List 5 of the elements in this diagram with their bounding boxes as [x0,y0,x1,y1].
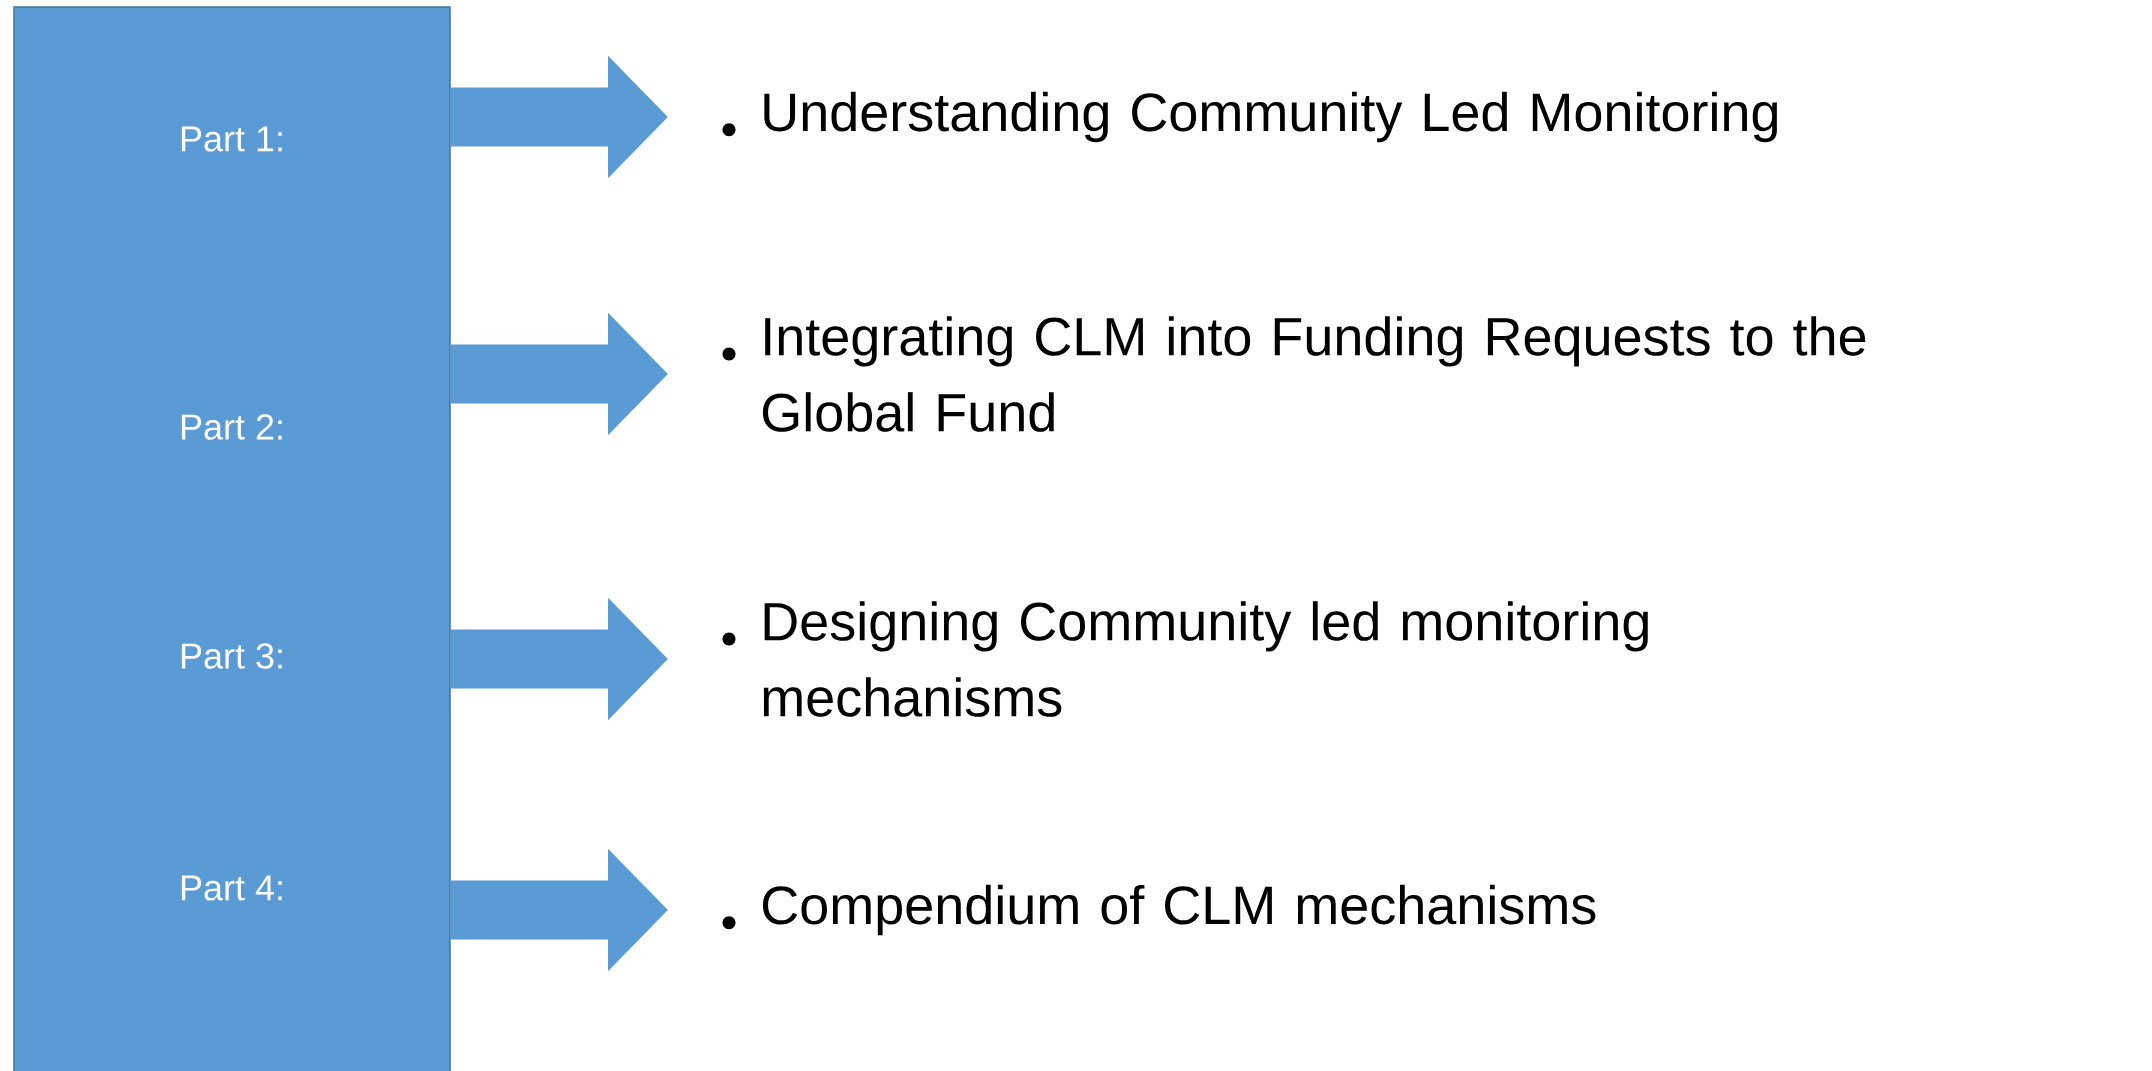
bullet-item: Understanding Community Led Monitoring [764,91,1777,143]
bullet-item: Integrating CLM into Funding Requests to the Global Fund [762,316,1866,432]
bullet-item: Compendium of CLM mechanisms [762,884,1596,936]
bar: Part 1: Part 2: Part 3: Part 4: [13,6,451,1071]
bullet-item: Designing Community led monitoring mechanisms [763,601,1648,717]
